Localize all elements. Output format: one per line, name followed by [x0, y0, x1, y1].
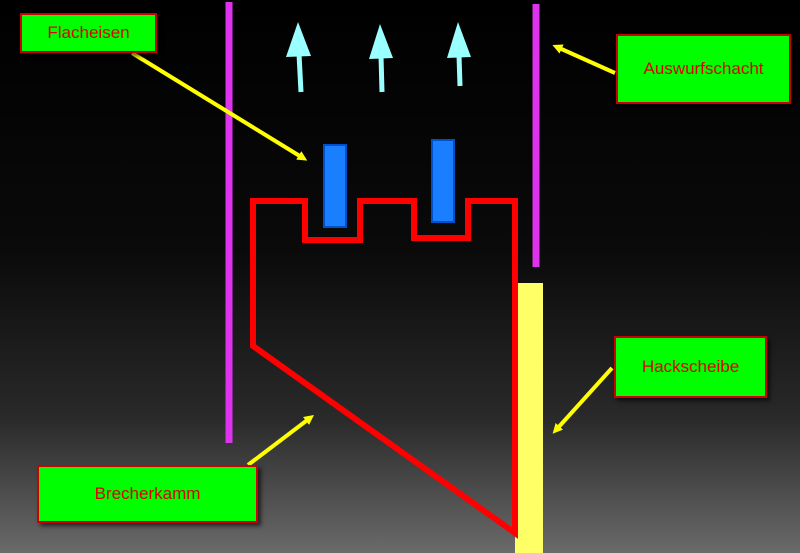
pointer-arrow-icon [130, 51, 308, 161]
label-flacheisen: Flacheisen [20, 13, 157, 53]
flat-iron-left [323, 144, 347, 228]
up-arrow-icon [286, 22, 311, 93]
label-hackscheibe: Hackscheibe [614, 336, 767, 398]
crusher-comb [250, 198, 518, 539]
up-arrow-icon [447, 22, 471, 87]
label-auswurfschacht-text: Auswurfschacht [643, 59, 764, 78]
pointer-arrow-icon [246, 414, 314, 467]
pointer-arrow-icon [552, 44, 616, 75]
label-flacheisen-text: Flacheisen [47, 23, 130, 42]
label-brecherkamm: Brecherkamm [37, 465, 258, 523]
label-hackscheibe-text: Hackscheibe [641, 357, 740, 376]
flat-iron-right [431, 139, 455, 223]
pointer-arrow-icon [552, 366, 614, 434]
chopping-disc [515, 283, 543, 553]
label-brecherkamm-text: Brecherkamm [94, 484, 201, 503]
label-auswurfschacht: Auswurfschacht [616, 34, 791, 104]
up-arrow-icon [369, 24, 393, 93]
